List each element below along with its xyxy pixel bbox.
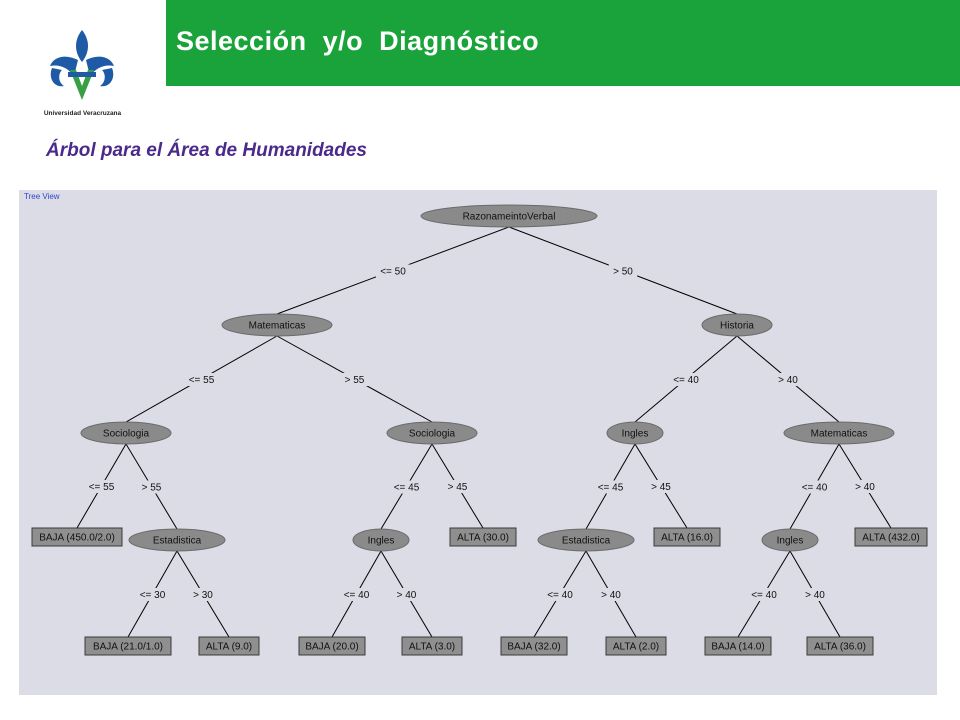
edge-label-background	[188, 588, 218, 601]
tree-view-caption: Tree View	[24, 192, 60, 201]
leaf-node-label: BAJA (32.0)	[507, 642, 560, 653]
split-node	[420, 204, 598, 228]
edge-label-background	[389, 480, 424, 494]
leaf-node	[84, 636, 172, 656]
edge-label-background	[669, 373, 703, 386]
edge-label: > 55	[345, 375, 365, 386]
edge-label: > 30	[193, 590, 213, 601]
edge-label: <= 40	[547, 590, 573, 601]
edge-label: > 40	[855, 482, 875, 493]
edge-label: > 55	[142, 483, 162, 494]
leaf-node-label: BAJA (14.0)	[711, 642, 764, 653]
split-node-label: Estadistica	[153, 536, 202, 547]
leaf-node	[704, 636, 772, 656]
leaf-node	[806, 636, 874, 656]
edge-label-background	[850, 480, 880, 493]
leaf-node	[605, 636, 667, 656]
edge-label: <= 30	[140, 590, 166, 601]
edge-label-background	[797, 480, 832, 494]
leaf-node-label: ALTA (30.0)	[457, 533, 509, 544]
split-node-label: Sociologia	[409, 429, 456, 440]
split-node-label: Ingles	[777, 536, 804, 547]
split-node-label: Ingles	[622, 429, 649, 440]
split-node-label: Matematicas	[811, 429, 868, 440]
leaf-node-label: ALTA (2.0)	[613, 642, 659, 653]
leaf-node-label: ALTA (16.0)	[661, 533, 713, 544]
edge-label-background	[376, 264, 410, 278]
edge-label-background	[137, 480, 166, 494]
leaf-node	[500, 636, 568, 656]
slide-title: Selección y/o Diagnóstico	[176, 26, 540, 56]
edge-label-background	[773, 373, 803, 386]
edge-label: > 45	[448, 482, 468, 493]
leaf-node-label: ALTA (36.0)	[814, 642, 866, 653]
edge-label-background	[608, 264, 638, 278]
leaf-node-label: ALTA (9.0)	[206, 642, 252, 653]
leaf-node	[198, 636, 260, 656]
edge-label: > 40	[397, 590, 417, 601]
edge-label-background	[392, 588, 421, 601]
edge-label: <= 55	[89, 482, 115, 493]
leaf-node-label: BAJA (21.0/1.0)	[93, 642, 163, 653]
leaf-node	[31, 527, 123, 547]
split-node-label: Historia	[720, 321, 754, 332]
edge-label-background	[340, 373, 369, 386]
split-node-label: Matematicas	[249, 321, 306, 332]
split-node	[761, 528, 819, 552]
section-subtitle: Árbol para el Área de Humanidades	[46, 140, 367, 161]
edge-label: > 45	[651, 482, 671, 493]
edge-label: > 40	[778, 375, 798, 386]
edge-label: <= 40	[344, 590, 370, 601]
edge-label-background	[800, 588, 830, 601]
edge-label: <= 40	[673, 375, 699, 386]
edge-label: <= 45	[598, 483, 624, 494]
edge-label-background	[747, 588, 781, 601]
split-node	[783, 421, 895, 445]
edge-label-background	[596, 588, 626, 601]
leaf-node-label: BAJA (450.0/2.0)	[39, 533, 115, 544]
split-node	[701, 313, 773, 337]
university-logo: Universidad Veracruzana	[30, 26, 135, 122]
edge-label-background	[135, 588, 170, 601]
split-node-label: Sociologia	[103, 429, 150, 440]
split-node	[606, 421, 664, 445]
decision-tree-diagram: <= 50 > 50 <= 55 > 55 <= 40 > 40 <= 55 > 55 <= 4…	[31, 204, 928, 656]
leaf-node	[401, 636, 463, 656]
leaf-node-label: ALTA (432.0)	[862, 533, 919, 544]
leaf-node	[653, 527, 721, 547]
edge-label: <= 40	[751, 590, 777, 601]
edge-label-background	[593, 480, 628, 494]
leaf-node-label: BAJA (20.0)	[305, 642, 358, 653]
edge-label: <= 55	[189, 375, 215, 386]
split-node	[128, 528, 226, 552]
edge-label: <= 40	[802, 483, 828, 494]
edge-label: <= 50	[380, 267, 406, 278]
leaf-node	[854, 527, 928, 547]
edge-label: > 40	[601, 590, 621, 601]
edge-label-background	[184, 373, 219, 386]
logo-text: Universidad Veracruzana	[43, 110, 122, 117]
split-node-label: RazonameintoVerbal	[463, 212, 556, 223]
split-node	[221, 313, 333, 337]
split-node	[80, 421, 172, 445]
split-node	[386, 421, 478, 445]
leaf-node	[298, 636, 366, 656]
leaf-node-label: ALTA (3.0)	[409, 642, 455, 653]
edge-label-background	[339, 588, 374, 601]
edge-label: <= 45	[394, 483, 420, 494]
header-bar	[166, 0, 960, 86]
fleur-de-lis-icon	[50, 30, 114, 100]
split-node-label: Ingles	[368, 536, 395, 547]
edge-label-background	[543, 588, 577, 601]
edge-label: > 50	[613, 267, 633, 278]
edge-label-background	[646, 480, 676, 493]
leaf-node	[449, 527, 517, 547]
split-node	[537, 528, 635, 552]
edge-label: > 40	[805, 590, 825, 601]
edge-label-background	[443, 480, 472, 493]
split-node	[352, 528, 410, 552]
split-node-label: Estadistica	[562, 536, 611, 547]
edge-label-background	[84, 480, 119, 493]
tree-view-panel: <= 50 > 50 <= 55 > 55 <= 40 > 40 <= 55 > 55 <= 4…	[19, 190, 937, 695]
